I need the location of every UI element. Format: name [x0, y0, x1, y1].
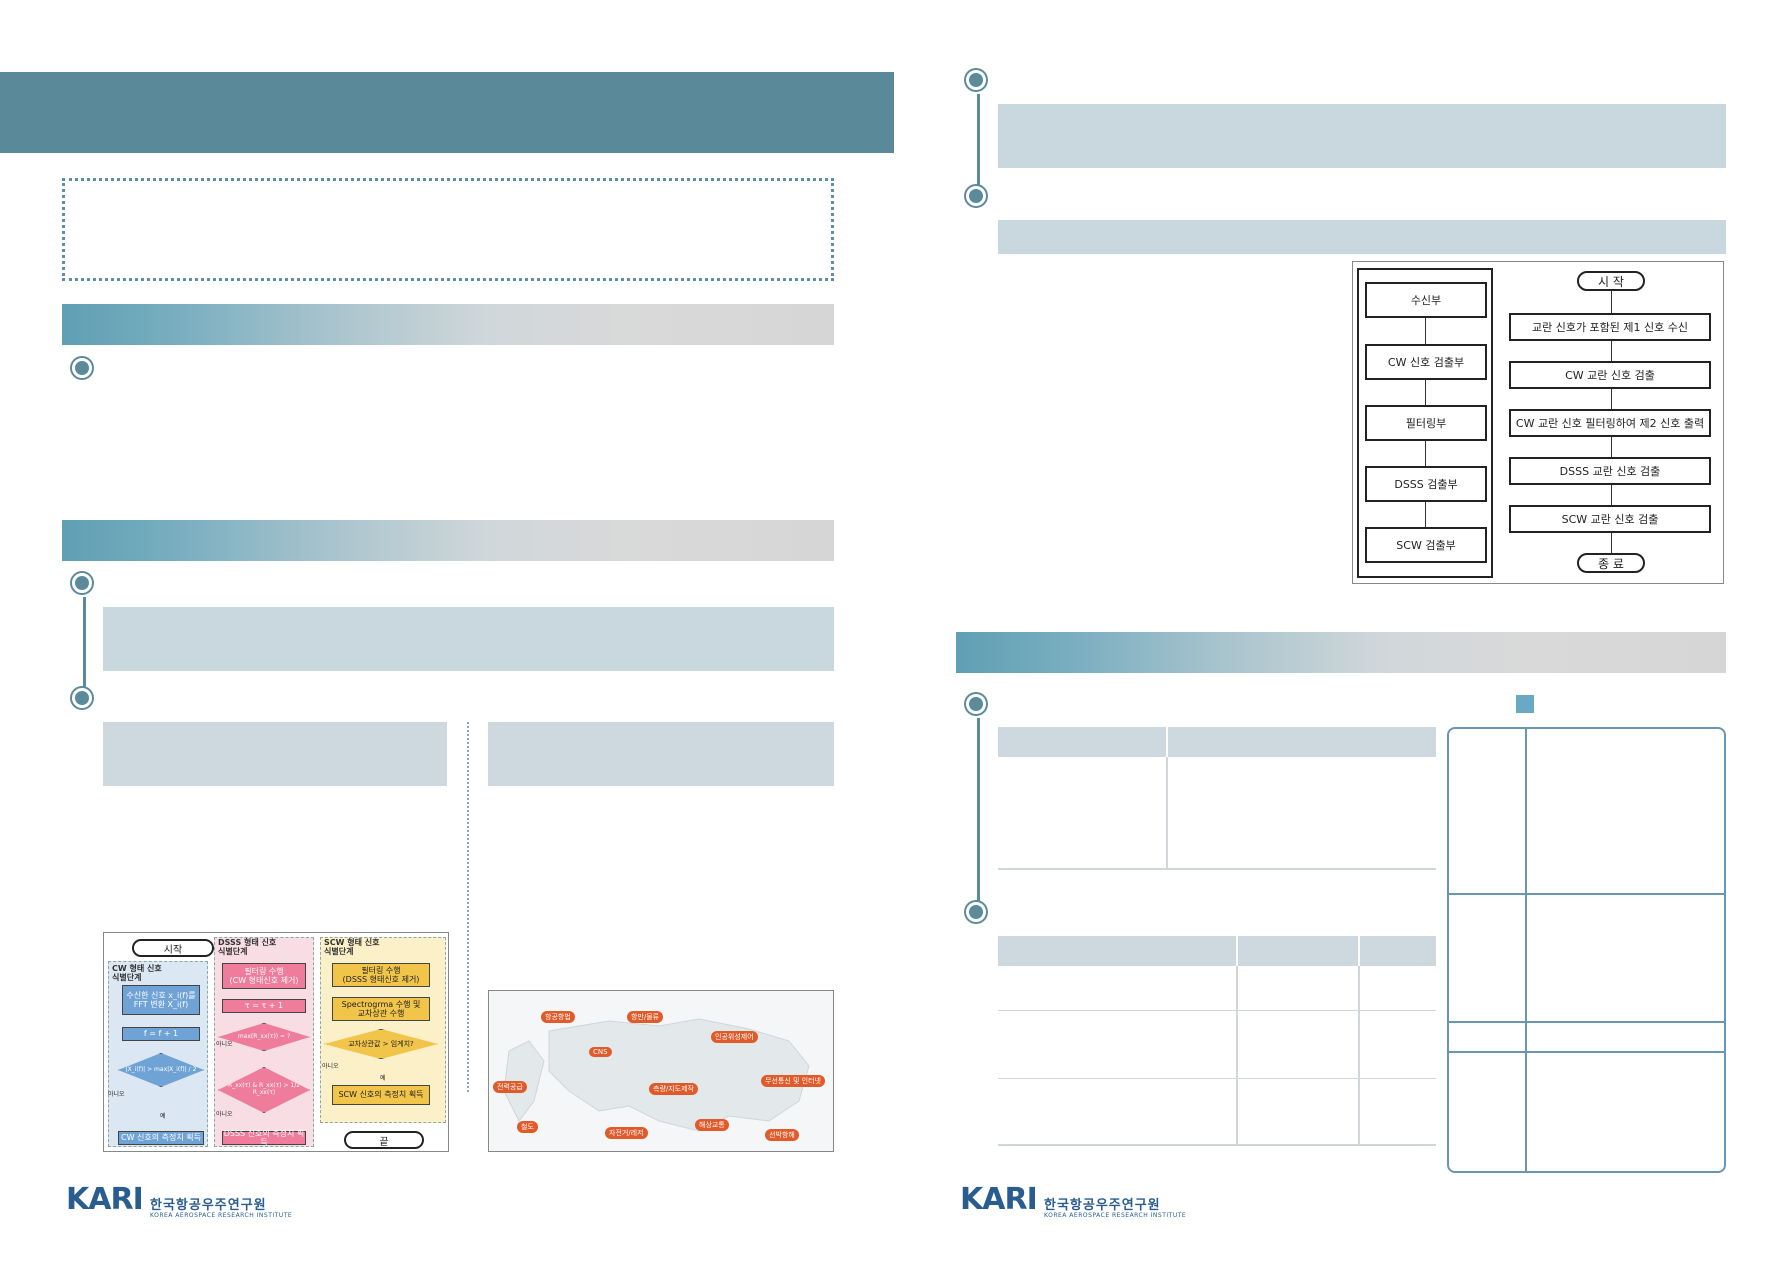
flow-start: 시 작 — [1577, 271, 1645, 291]
timeline-line — [977, 94, 980, 204]
kari-logo-left: KARI 한국항공우주연구원 KOREA AEROSPACE RESEARCH … — [66, 1178, 296, 1228]
no-label: 아니오 — [108, 1091, 125, 1098]
cw-lane-title: CW 형태 신호 식별단계 — [112, 964, 162, 982]
scw-lane-title: SCW 형태 신호 식별단계 — [324, 938, 380, 956]
step-cw-filter: CW 교란 신호 필터링하여 제2 신호 출력 — [1509, 409, 1711, 437]
arrow — [1611, 389, 1612, 409]
side-table-row-rule — [1449, 893, 1724, 895]
flow-end: 끝 — [344, 1131, 424, 1149]
map-label-power: 전력공급 — [493, 1081, 527, 1093]
arrow — [1611, 485, 1612, 505]
table1-header — [998, 727, 1436, 757]
table2-row-rule — [998, 1078, 1436, 1079]
bullet-icon — [72, 358, 92, 378]
logo-korean-name: 한국항공우주연구원 — [150, 1198, 267, 1213]
table2-column-divider — [1358, 966, 1360, 1144]
bullet-icon — [72, 688, 92, 708]
interference-detection-diagram: 수신부 CW 신호 검출부 필터링부 DSSS 검출부 SCW 검출부 시 작 … — [1352, 261, 1724, 584]
scw-filter-step: 필터링 수행 (DSSS 형태신호 제거) — [332, 963, 430, 987]
table2-column-divider — [1236, 966, 1238, 1144]
map-label-survey: 측량/지도제작 — [649, 1083, 698, 1095]
bullet-icon — [72, 573, 92, 593]
table2-bottom-rule — [998, 1144, 1436, 1146]
map-label-maritime: 해상교통 — [695, 1119, 729, 1131]
scw-detector-block: SCW 검출부 — [1365, 527, 1487, 563]
cw-detector-block: CW 신호 검출부 — [1365, 344, 1487, 380]
timeline-line — [83, 597, 86, 697]
kari-logo-right: KARI 한국항공우주연구원 KOREA AEROSPACE RESEARCH … — [960, 1178, 1190, 1228]
side-table-row-rule — [1449, 1021, 1724, 1023]
cw-result: CW 신호의 측정치 획득 — [118, 1131, 204, 1145]
no-label: 아니오 — [322, 1063, 339, 1070]
table2-header — [998, 936, 1436, 966]
cw-increment-step: f = f + 1 — [122, 1027, 200, 1041]
section-header-2 — [62, 520, 834, 561]
table1-column-divider — [1166, 757, 1168, 869]
logo-wordmark: KARI — [960, 1182, 1038, 1217]
receiver-block: 수신부 — [1365, 282, 1487, 318]
top-banner-left — [0, 72, 894, 153]
step-scw-detect: SCW 교란 신호 검출 — [1509, 505, 1711, 533]
bullet-icon — [966, 694, 986, 714]
no-label: 아니오 — [216, 1111, 233, 1118]
flow-start: 시작 — [132, 939, 214, 957]
filter-block: 필터링부 — [1365, 405, 1487, 441]
step-receive-signal: 교란 신호가 포함된 제1 신호 수신 — [1509, 313, 1711, 341]
dsss-increment-step: τ = τ + 1 — [222, 999, 306, 1013]
logo-english-name: KOREA AEROSPACE RESEARCH INSTITUTE — [1044, 1212, 1187, 1219]
summary-box — [62, 178, 834, 281]
subsection-header-bar — [998, 220, 1726, 254]
arrow — [1611, 341, 1612, 361]
flow-end: 종 료 — [1577, 553, 1645, 573]
section-header-1 — [62, 304, 834, 345]
table1-bottom-rule — [998, 868, 1436, 870]
table1-header-divider — [1166, 727, 1168, 757]
subsection-panel — [998, 104, 1726, 168]
dsss-detector-block: DSSS 검출부 — [1365, 466, 1487, 502]
dsss-result: DSSS 신호의 측정치 획득 — [222, 1128, 306, 1147]
map-label-port-logistics: 항만/물류 — [627, 1011, 664, 1023]
logo-english-name: KOREA AEROSPACE RESEARCH INSTITUTE — [150, 1212, 293, 1219]
dsss-filter-step: 필터링 수행 (CW 형태신호 제거) — [222, 963, 306, 989]
step-cw-detect: CW 교란 신호 검출 — [1509, 361, 1711, 389]
table2-row-rule — [998, 1010, 1436, 1011]
gnss-application-map: 항공항법 항만/물류 인공위성제어 CNS 측량/지도제작 무선통신 및 인터넷… — [488, 990, 834, 1152]
table2-header-divider — [1358, 936, 1360, 966]
side-info-table — [1447, 727, 1726, 1173]
column-divider — [467, 722, 469, 1092]
side-table-row-rule — [1449, 1051, 1724, 1053]
logo-wordmark: KARI — [66, 1182, 144, 1217]
scw-spectrogram-step: Spectrogrma 수행 및 교차상관 수행 — [332, 997, 430, 1021]
signal-identification-flowchart: 시작 CW 형태 신호 식별단계 DSSS 형태 신호 식별단계 SCW 형태 … — [103, 932, 449, 1152]
map-label-aviation: 항공항법 — [541, 1011, 575, 1023]
small-square-marker — [1516, 695, 1534, 713]
step-dsss-detect: DSSS 교란 신호 검출 — [1509, 457, 1711, 485]
bullet-icon — [966, 70, 986, 90]
no-label: 아니오 — [216, 1041, 233, 1048]
section-header-3 — [956, 632, 1726, 673]
side-table-column-rule — [1525, 729, 1527, 1171]
column-header-right — [488, 722, 834, 786]
bullet-icon — [966, 186, 986, 206]
map-label-railway: 철도 — [517, 1121, 538, 1133]
arrow — [1611, 437, 1612, 457]
arrow — [1611, 533, 1612, 553]
column-header-left — [103, 722, 447, 786]
map-label-ship: 선박항해 — [765, 1129, 799, 1141]
scw-result: SCW 신호의 측정치 획득 — [332, 1085, 430, 1105]
cw-fft-step: 수신한 신호 x_i(f)를 FFT 변환 X_i(f) — [122, 985, 200, 1015]
subsection-panel — [103, 607, 834, 671]
timeline-line — [977, 718, 980, 908]
yes-label: 예 — [380, 1075, 386, 1082]
arrow — [1611, 291, 1612, 315]
map-label-satellite: 인공위성제어 — [711, 1031, 758, 1043]
dsss-lane-title: DSSS 형태 신호 식별단계 — [218, 938, 277, 956]
yes-label: 예 — [160, 1113, 166, 1120]
logo-korean-name: 한국항공우주연구원 — [1044, 1198, 1161, 1213]
map-label-cns: CNS — [589, 1047, 612, 1057]
map-label-wireless: 무선통신 및 인터넷 — [761, 1075, 825, 1087]
map-label-bicycle: 자전거/레저 — [605, 1127, 648, 1139]
table2-header-divider — [1236, 936, 1238, 966]
bullet-icon — [966, 902, 986, 922]
